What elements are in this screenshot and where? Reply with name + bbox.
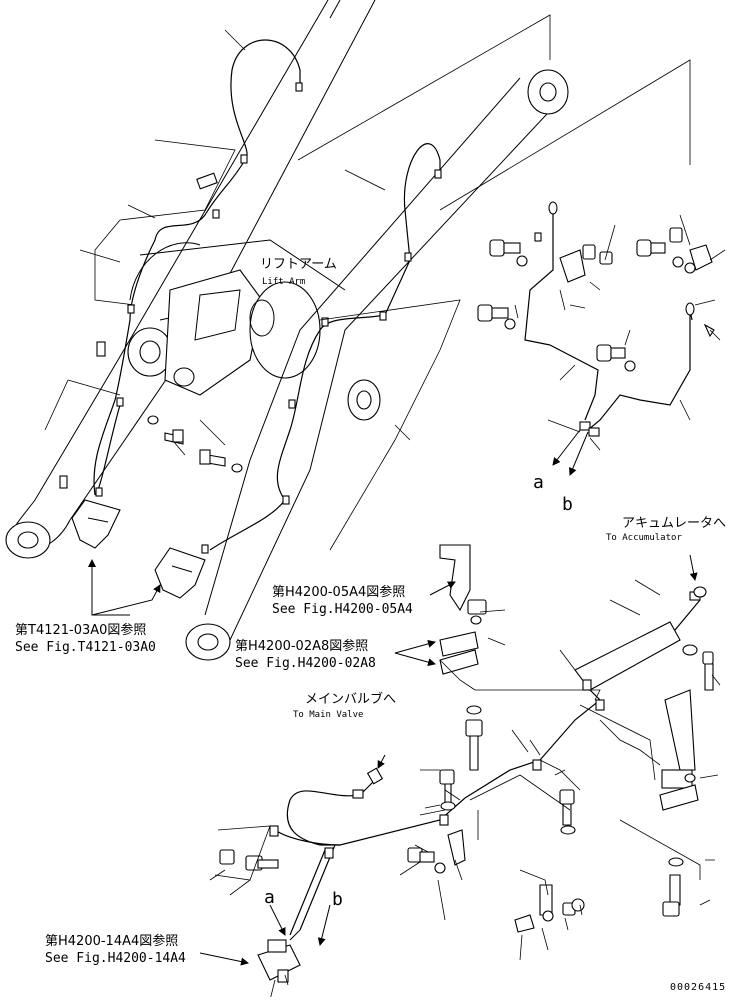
callout-lines-upper [44, 14, 691, 551]
lift-arm-label-jp: リフトアーム [260, 257, 337, 272]
document-id: 00026415 [670, 982, 726, 993]
mark-b-upper: b [562, 494, 573, 515]
to-main-valve-label-en: To Main Valve [293, 710, 363, 720]
pipe-assembly-upper-right [477, 201, 726, 437]
lamp-bracket-left [71, 499, 121, 549]
lift-arm-right [185, 69, 569, 661]
pipe-assembly-lower [269, 586, 707, 936]
ref-05a4-label-en: See Fig.H4200-05A4 [272, 602, 413, 617]
ref-02a8-label-jp: 第H4200-02A8図参照 [235, 638, 368, 654]
lift-arm-left [5, 0, 376, 559]
lift-arm-cross-tube [127, 239, 346, 396]
to-accumulator-label-jp: アキュムレータへ [622, 516, 726, 531]
mark-a-upper: a [533, 472, 544, 493]
ref-t4121-label-en: See Fig.T4121-03A0 [15, 640, 156, 655]
lift-arm-label-en: Lift Arm [262, 277, 305, 287]
fasteners-upper-middle [147, 415, 243, 473]
reference-arrows [88, 554, 698, 966]
ref-02a8-label-en: See Fig.H4200-02A8 [235, 656, 376, 671]
to-accumulator-label-en: To Accumulator [606, 533, 682, 543]
lift-arm-hoses [93, 39, 442, 554]
ref-14a4-label-jp: 第H4200-14A4図参照 [45, 933, 178, 949]
lamp-bracket-right [154, 547, 206, 599]
flow-arrows-lower [269, 904, 331, 946]
ref-05a4-label-jp: 第H4200-05A4図参照 [272, 584, 405, 600]
flow-arrows-upper [547, 419, 601, 476]
ref-14a4-label-en: See Fig.H4200-14A4 [45, 951, 186, 966]
callout-lines-lower [209, 579, 721, 1001]
to-main-valve-label-jp: メインバルブへ [305, 691, 396, 707]
ref-t4121-label-jp: 第T4121-03A0図参照 [15, 622, 146, 638]
parts-lower [219, 544, 714, 983]
mark-a-lower: a [264, 887, 275, 908]
mark-b-lower: b [332, 889, 343, 910]
